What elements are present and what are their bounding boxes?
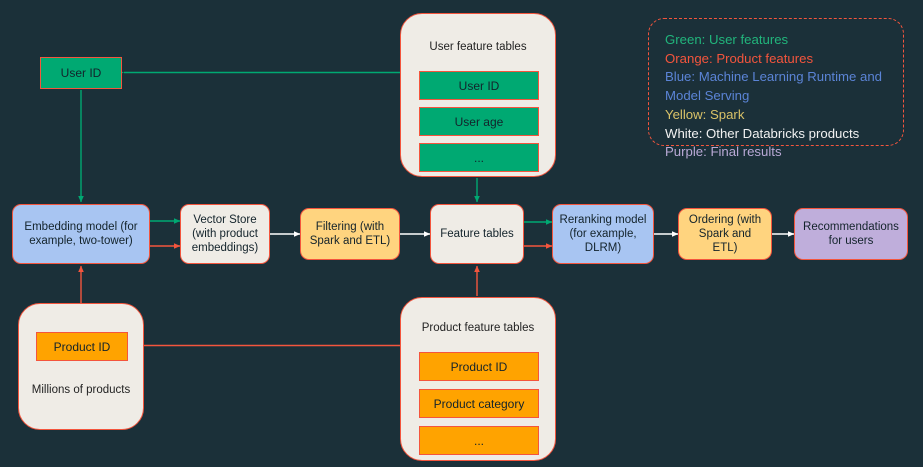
node-ordering[interactable]: Ordering (with Spark and ETL) — [678, 208, 772, 260]
node-vector-store-label: Vector Store (with product embeddings) — [191, 213, 259, 254]
chip-product-more-label: ... — [473, 433, 484, 448]
chip-product-category-label: Product category — [433, 396, 525, 411]
panel-user-feature-tables: User feature tables User ID User age ... — [400, 13, 556, 177]
node-ordering-label: Ordering (with Spark and ETL) — [688, 213, 762, 254]
node-filtering-label: Filtering (with Spark and ETL) — [309, 220, 391, 247]
chip-user-age[interactable]: User age — [419, 107, 539, 136]
legend-item-white: White: Other Databricks products — [665, 125, 860, 141]
node-feature-tables[interactable]: Feature tables — [430, 204, 524, 264]
node-embedding-model[interactable]: Embedding model (for example, two-tower) — [12, 204, 150, 264]
panel-product-feature-tables-title: Product feature tables — [421, 322, 535, 334]
node-vector-store[interactable]: Vector Store (with product embeddings) — [180, 204, 270, 264]
node-reranking-model[interactable]: Reranking model (for example, DLRM) — [552, 204, 654, 264]
chip-product-category[interactable]: Product category — [419, 389, 539, 418]
node-feature-tables-label: Feature tables — [440, 227, 514, 240]
legend-item-orange: Orange: Product features — [665, 50, 814, 66]
node-user-id-label: User ID — [60, 65, 102, 80]
chip-user-id[interactable]: User ID — [419, 71, 539, 100]
chip-user-more-label: ... — [473, 150, 484, 165]
legend-item-purple: Purple: Final results — [665, 144, 782, 160]
legend-item-blue: Blue: Machine Learning Runtime and — [665, 69, 882, 85]
legend-item-blue-cont: Model Serving — [665, 88, 750, 104]
node-recommendations-label: Recommendations for users — [803, 220, 899, 247]
panel-product-feature-tables: Product feature tables Product ID Produc… — [400, 297, 556, 461]
chip-product-id-label: Product ID — [450, 359, 508, 374]
chip-product-id[interactable]: Product ID — [419, 352, 539, 381]
panel-millions-of-products: Product ID Millions of products — [18, 303, 144, 430]
legend-item-green: Green: User features — [665, 32, 789, 47]
legend-box: Green: User features Orange: Product fea… — [648, 18, 904, 159]
panel-millions-of-products-caption: Millions of products — [31, 384, 131, 396]
node-embedding-model-label: Embedding model (for example, two-tower) — [24, 220, 138, 247]
legend-item-yellow: Yellow: Spark — [665, 106, 745, 122]
chip-user-id-label: User ID — [458, 78, 500, 93]
chip-product-id-source-label: Product ID — [53, 339, 111, 354]
chip-user-age-label: User age — [454, 114, 504, 129]
panel-user-feature-tables-title: User feature tables — [429, 41, 527, 53]
chip-product-more[interactable]: ... — [419, 426, 539, 455]
node-reranking-model-label: Reranking model (for example, DLRM) — [559, 213, 647, 254]
node-filtering[interactable]: Filtering (with Spark and ETL) — [300, 208, 400, 260]
chip-product-id-source[interactable]: Product ID — [36, 332, 128, 361]
chip-user-more[interactable]: ... — [419, 143, 539, 172]
node-recommendations[interactable]: Recommendations for users — [794, 208, 908, 260]
node-user-id[interactable]: User ID — [40, 57, 122, 89]
